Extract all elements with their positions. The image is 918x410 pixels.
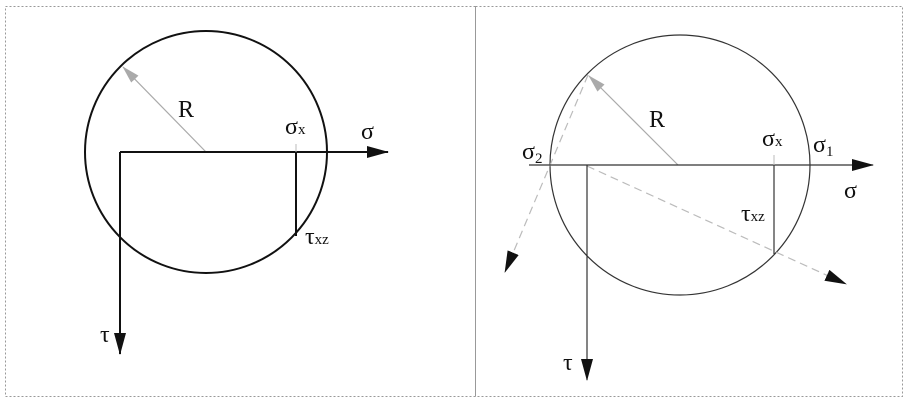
radius-label: R — [649, 107, 665, 133]
sigma-axis-label: σ — [844, 178, 857, 204]
sigma-axis-label: σ — [361, 119, 374, 145]
tau-xz-label: τxz — [305, 224, 329, 250]
radius-arrow — [588, 75, 679, 166]
left-panel-border — [5, 6, 476, 397]
radius-arrow — [122, 66, 207, 153]
sigma-x-label: σx — [285, 114, 306, 140]
radius-label: R — [178, 97, 194, 123]
sigma-1-label: σ1 — [813, 132, 833, 160]
dashed-principal-direction-2 — [586, 165, 847, 285]
right-panel-border — [475, 6, 903, 397]
dashed-principal-direction-1 — [504, 74, 589, 273]
sigma-2-label: σ2 — [522, 139, 542, 167]
right-mohr-diagram: R σ2 σx σ1 σ τxz τ — [504, 34, 874, 381]
left-mohr-diagram: R σx σ τxz τ — [84, 30, 389, 355]
tau-axis-label: τ — [100, 322, 110, 348]
sigma-x-label: σx — [762, 126, 783, 152]
tau-axis-label: τ — [563, 350, 573, 376]
tau-xz-label: τxz — [741, 201, 765, 227]
